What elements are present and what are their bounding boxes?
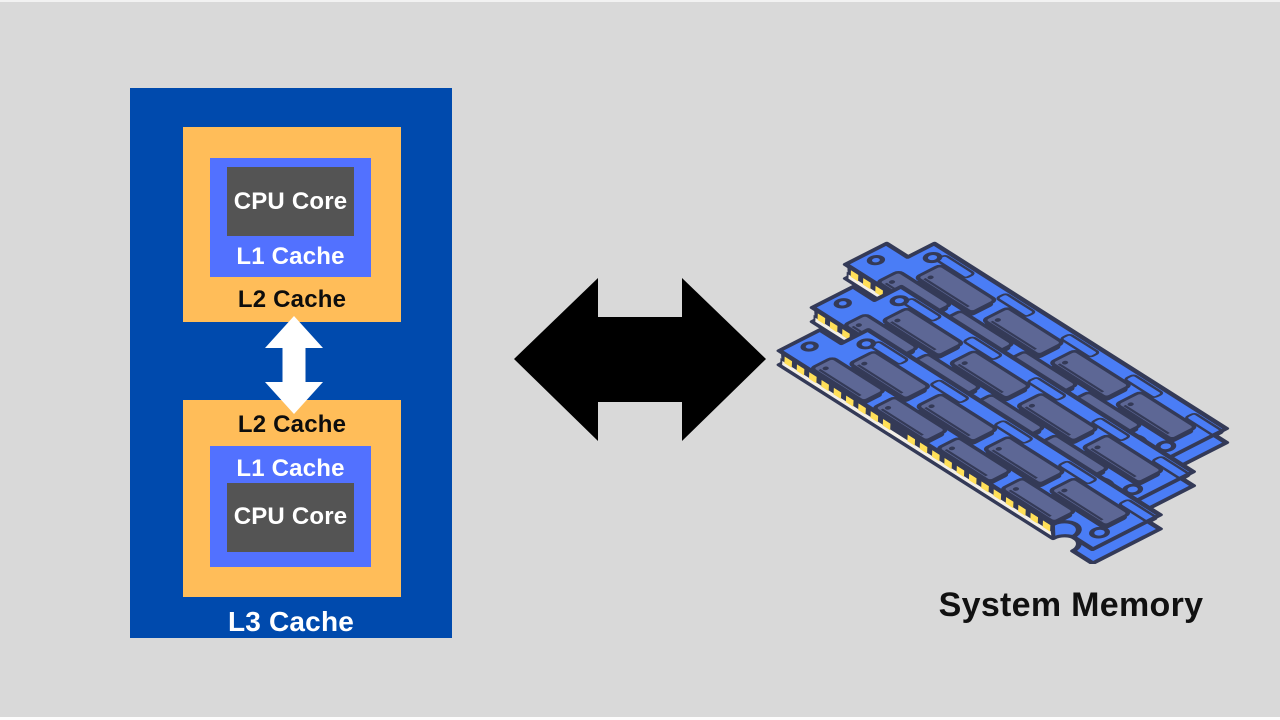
ram-modules-illustration	[776, 241, 1230, 564]
cache-interconnect-arrow-icon	[265, 316, 323, 414]
canvas-top-edge	[0, 0, 1280, 2]
cpu-core-box-top	[227, 167, 354, 236]
l2-cache-label-top: L2 Cache	[237, 286, 347, 313]
ram-module	[776, 328, 1163, 564]
l1-cache-label-bottom: L1 Cache	[236, 455, 345, 482]
cpu-core-label-top: CPU Core	[233, 188, 348, 215]
memory-bus-arrow-icon	[514, 278, 766, 441]
l3-cache-label: L3 Cache	[227, 606, 355, 637]
system-memory-label: System Memory	[938, 586, 1204, 624]
cpu-core-box-bottom	[227, 483, 354, 552]
l1-cache-label-top: L1 Cache	[236, 243, 345, 270]
l2-cache-label-bottom: L2 Cache	[237, 411, 347, 438]
cpu-core-label-bottom: CPU Core	[233, 503, 348, 530]
canvas-bottom-edge	[0, 717, 1280, 720]
